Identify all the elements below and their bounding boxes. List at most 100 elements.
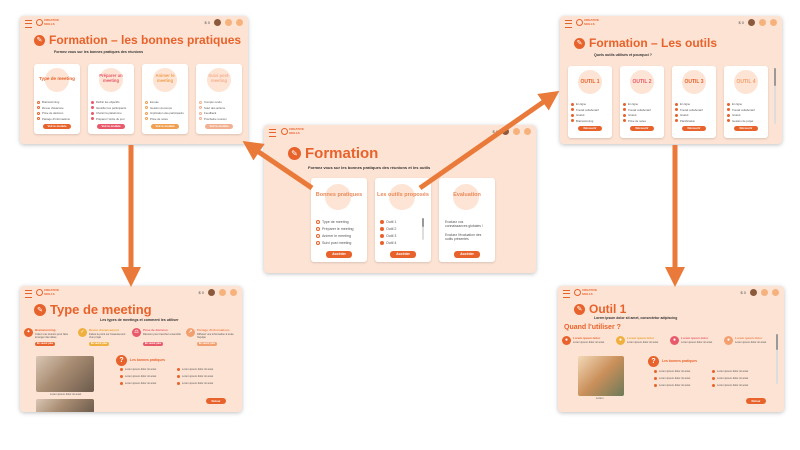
bullet-icon	[199, 106, 202, 110]
menu-icon[interactable]	[25, 20, 32, 28]
back-button[interactable]: Retour	[206, 398, 226, 404]
list-item-label: Gratuit	[732, 113, 741, 118]
scrollbar-thumb[interactable]	[774, 68, 776, 86]
settings-icon[interactable]	[770, 19, 777, 26]
item-text: Créez une réunion pour faire émerger des…	[35, 333, 69, 340]
view-module-button[interactable]: Voir le module	[97, 124, 125, 129]
scrollbar[interactable]	[776, 334, 778, 384]
notification-icon[interactable]	[761, 289, 768, 296]
list-item-label: Gratuit	[628, 113, 637, 118]
menu-icon[interactable]	[565, 20, 572, 28]
meeting-type-item[interactable]: ✓ Revue d'avancement Faites le point sur…	[78, 328, 130, 350]
card-decor-circle	[389, 184, 415, 210]
meeting-type-item[interactable]: ✦ Brainstorming Créez une réunion pour f…	[24, 328, 76, 350]
card-decor-circle	[325, 184, 351, 210]
cart-icon[interactable]: $ 0	[204, 20, 210, 25]
tip-text: Lorem ipsum dolor sit amet	[125, 368, 157, 371]
settings-icon[interactable]	[236, 19, 243, 26]
scrollbar[interactable]	[422, 218, 424, 240]
list-item-label: Définir les objectifs	[96, 100, 120, 104]
meeting-photo	[36, 356, 94, 392]
card-bonnes-pratiques[interactable]: Bonnes pratiques Type de meeting Prépare…	[311, 178, 367, 262]
discover-button[interactable]: Découvrir	[734, 126, 758, 131]
module-card[interactable]: Suivi post-meeting Compte rendu Suivi de…	[196, 64, 242, 134]
scrollbar[interactable]	[774, 68, 776, 124]
notification-icon[interactable]	[513, 128, 520, 135]
bullet-icon	[571, 119, 574, 123]
menu-icon[interactable]	[25, 290, 32, 298]
menu-icon[interactable]	[269, 129, 276, 137]
list-item: Gratuit	[675, 113, 703, 117]
settings-icon[interactable]	[772, 289, 779, 296]
view-module-button[interactable]: Voir le module	[205, 124, 233, 129]
cart-icon[interactable]: $ 0	[492, 129, 498, 134]
page-subtitle: Formez vous sur les bonnes pratiques des…	[308, 165, 431, 170]
learn-more-button[interactable]: En savoir plus	[35, 342, 55, 346]
list-item-label: Outil 3	[386, 234, 397, 238]
card-item-list: Brainstorming Revue d'avancée Prise de d…	[37, 100, 70, 121]
access-button[interactable]: Accéder	[326, 251, 352, 258]
tool-card[interactable]: OUTIL 1 En ligne Travail collaboratif Gr…	[568, 66, 612, 138]
list-item-label: En ligne	[576, 102, 587, 106]
avatar[interactable]	[214, 19, 221, 26]
card-outils[interactable]: Les outils proposés Outil 1 Outil 2 Outi…	[375, 178, 431, 262]
learn-more-button[interactable]: En savoir plus	[89, 342, 109, 346]
tool-card[interactable]: OUTIL 3 En ligne Travail collaboratif Gr…	[672, 66, 716, 138]
card-decor-circle	[682, 70, 706, 94]
discover-button[interactable]: Découvrir	[630, 126, 654, 131]
bullet-icon	[120, 368, 123, 371]
access-button[interactable]: Accéder	[454, 251, 480, 258]
card-evaluation[interactable]: Evaluation Evaluez vos connaissances glo…	[439, 178, 495, 262]
tool-card[interactable]: OUTIL 4 En ligne Travail collaboratif Gr…	[724, 66, 768, 138]
avatar[interactable]	[502, 128, 509, 135]
list-item-label: Implication des participants	[150, 111, 184, 116]
discover-button[interactable]: Découvrir	[682, 126, 706, 131]
question-icon: ?	[648, 356, 659, 367]
learn-more-button[interactable]: En savoir plus	[197, 342, 217, 346]
cart-icon[interactable]: $ 0	[738, 20, 744, 25]
discover-button[interactable]: Découvrir	[578, 126, 602, 131]
card-item-list: En ligne Travail collaboratif Gratuit Ge…	[727, 102, 755, 123]
avatar[interactable]	[208, 289, 215, 296]
meeting-type-item[interactable]: ⚖ Prise de décision Réunion pour tranche…	[132, 328, 184, 350]
avatar[interactable]	[748, 19, 755, 26]
tip-text: Lorem ipsum dolor sit amet	[125, 382, 157, 385]
notification-icon[interactable]	[219, 289, 226, 296]
settings-icon[interactable]	[524, 128, 531, 135]
settings-icon[interactable]	[230, 289, 237, 296]
list-item-label: Prise de décision	[42, 111, 64, 116]
back-button[interactable]: Retour	[746, 398, 766, 404]
access-button[interactable]: Accéder	[390, 251, 416, 258]
meeting-type-item[interactable]: ↗ Partage d'informations Diffusez une in…	[186, 328, 238, 350]
scrollbar-thumb[interactable]	[776, 334, 778, 350]
use-case-icon: ●	[616, 336, 625, 345]
page-title: ✎ Formation – Les outils	[574, 36, 717, 50]
notification-icon[interactable]	[759, 19, 766, 26]
list-item: Compte rendu	[199, 100, 227, 104]
scrollbar-thumb[interactable]	[422, 218, 424, 227]
bullet-icon	[675, 119, 678, 123]
progress-icon: ✓	[78, 328, 87, 337]
card-item-list: Ecoute Gestion du temps Implication des …	[145, 100, 184, 121]
list-item-label: Travail collaboratif	[576, 107, 599, 112]
view-module-button[interactable]: Voir le module	[151, 124, 179, 129]
tip-text: Lorem ipsum dolor sit amet	[182, 375, 214, 378]
menu-icon[interactable]	[563, 290, 570, 298]
module-card[interactable]: Animer le meeting Ecoute Gestion du temp…	[142, 64, 188, 134]
bullet-icon	[623, 102, 626, 106]
cart-icon[interactable]: $ 0	[740, 290, 746, 295]
notification-icon[interactable]	[225, 19, 232, 26]
learn-more-button[interactable]: En savoir plus	[143, 342, 163, 346]
module-card[interactable]: Type de meeting Brainstorming Revue d'av…	[34, 64, 80, 134]
avatar[interactable]	[750, 289, 757, 296]
cart-icon[interactable]: $ 0	[198, 290, 204, 295]
tool-card[interactable]: OUTIL 2 En ligne Travail collaboratif Gr…	[620, 66, 664, 138]
module-card[interactable]: Préparer un meeting Définir les objectif…	[88, 64, 134, 134]
view-module-button[interactable]: Voir le module	[43, 124, 71, 129]
